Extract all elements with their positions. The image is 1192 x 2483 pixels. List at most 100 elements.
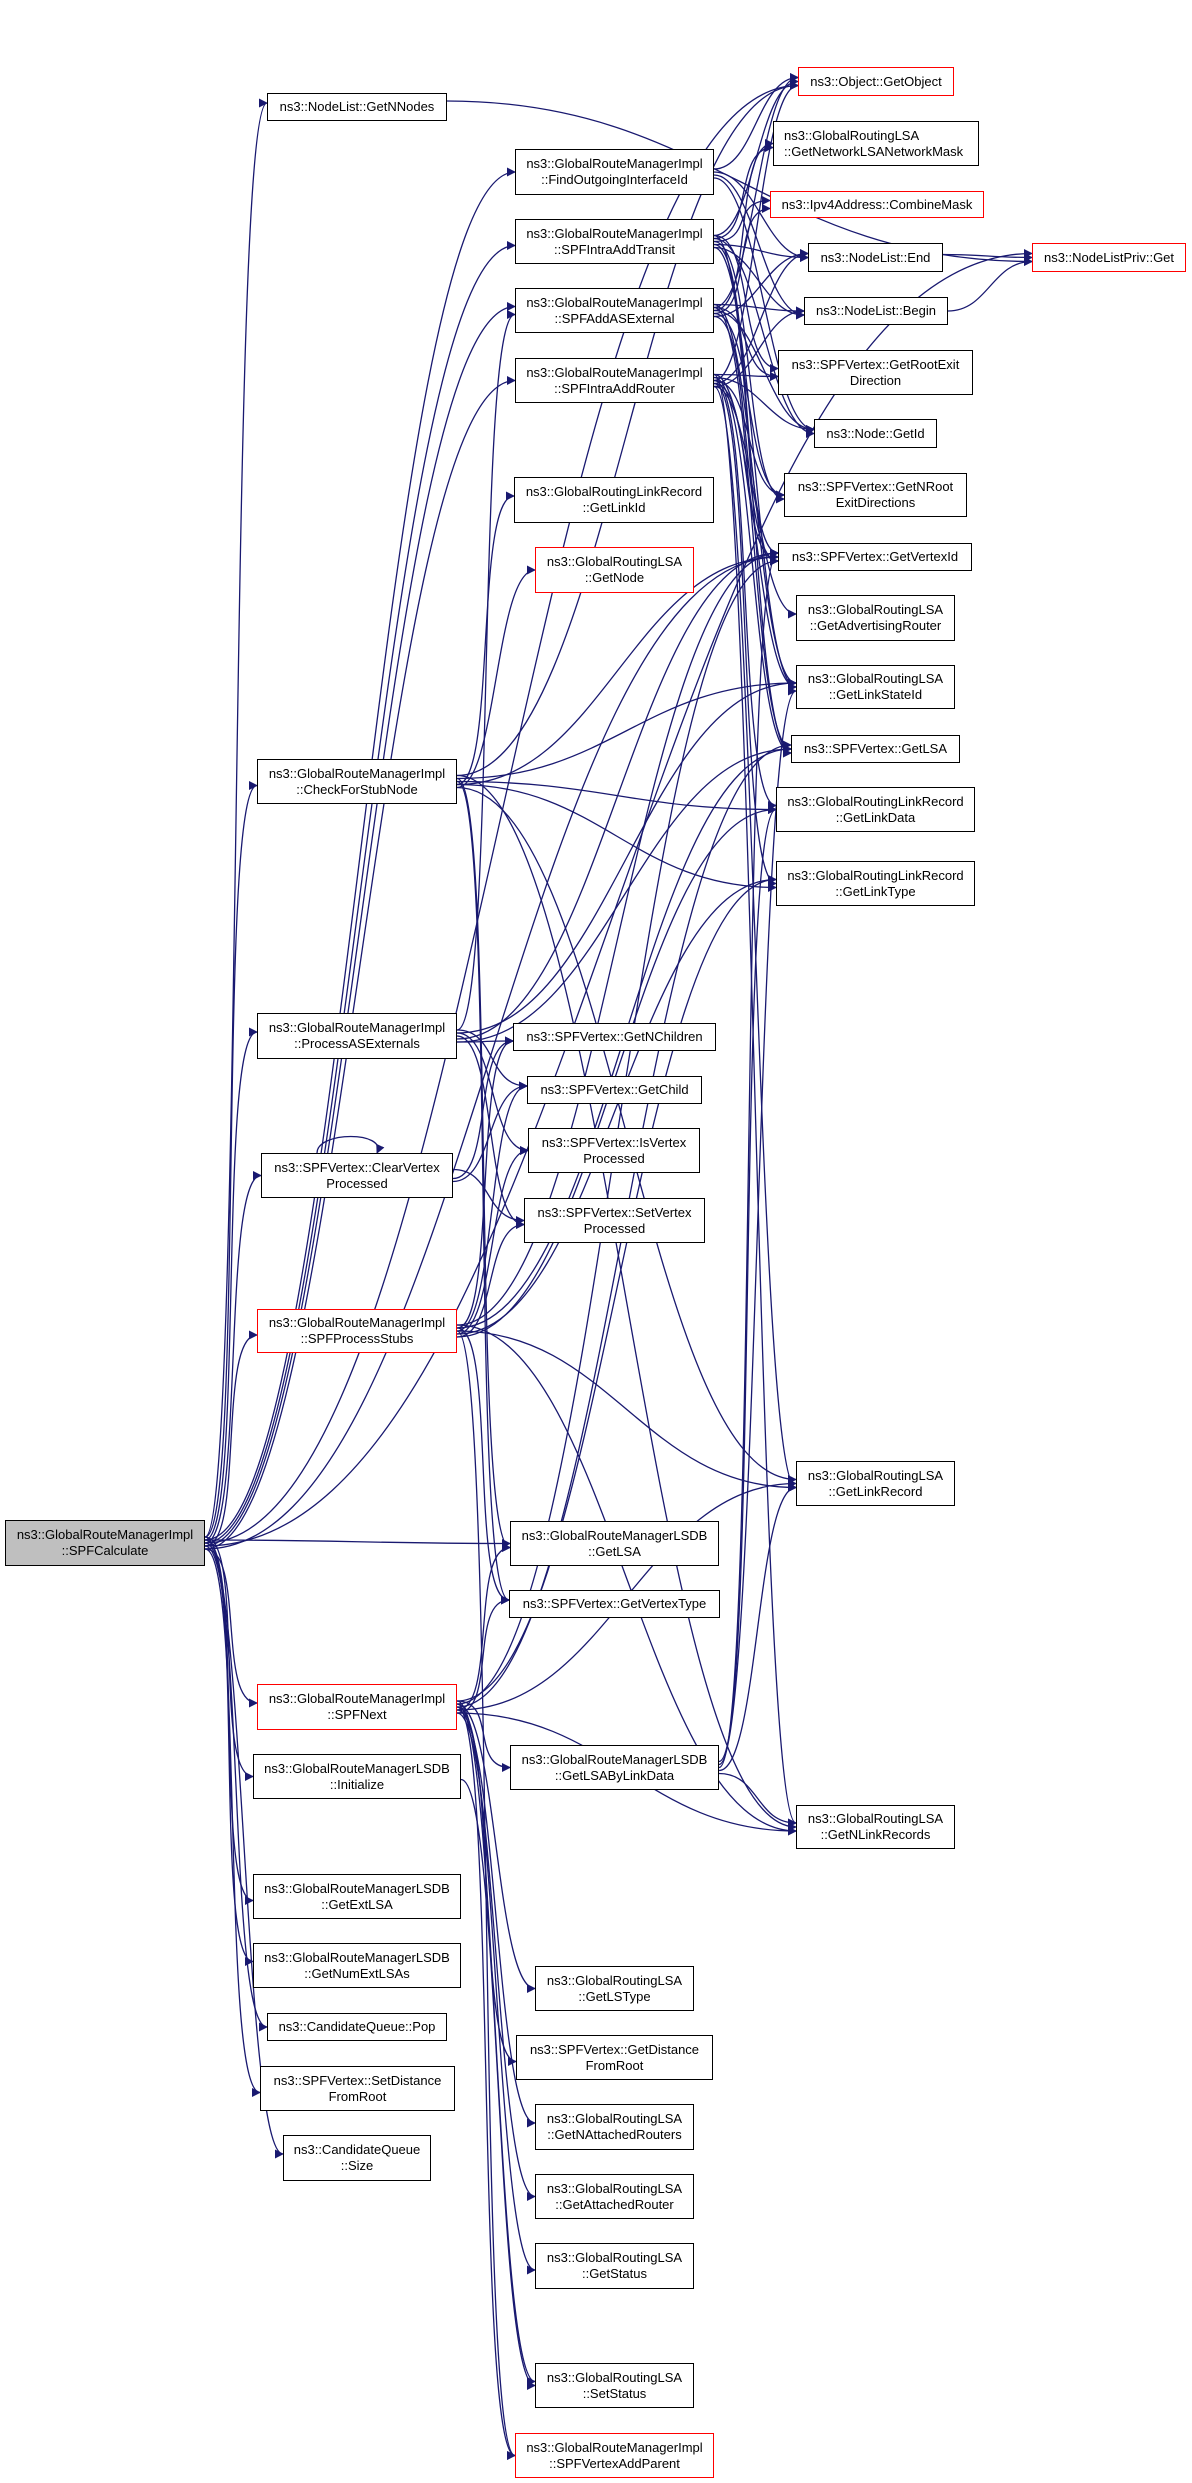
node-label-line1: ns3::GlobalRoutingLinkRecord	[787, 793, 964, 809]
call-edge-spfcalculate-to-spfnext	[204, 1548, 258, 1708]
node-label-line1: ns3::GlobalRoutingLSA	[546, 554, 683, 569]
node-label-line2: ::SPFVertexAddParent	[549, 2455, 680, 2471]
node-findoutgoinginterfaceid[interactable]: ns3::GlobalRouteManagerImpl ::FindOutgoi…	[515, 149, 714, 195]
call-edge-spfaddasexternal-to-getnetworkmask	[713, 139, 774, 312]
node-spfcalculate: ns3::GlobalRouteManagerImpl ::SPFCalcula…	[5, 1520, 205, 1566]
call-edge-spfcalculate-to-spfaddasexternal	[204, 302, 516, 1547]
node-label-line2: Processed	[583, 1150, 645, 1166]
node-getrootexitdirection[interactable]: ns3::SPFVertex::GetRootExit Direction	[778, 350, 973, 395]
node-label-line1: ns3::SPFVertex::GetVertexId	[791, 549, 959, 564]
node-processasexternals[interactable]: ns3::GlobalRouteManagerImpl ::ProcessASE…	[257, 1013, 457, 1059]
call-edge-spfcalculate-to-spfprocessstubs	[204, 1330, 258, 1547]
node-spfvertex-getlsa[interactable]: ns3::SPFVertex::GetLSA	[791, 735, 960, 763]
call-edge-spfintraaddrouter-to-getnlinkrecords	[713, 373, 797, 1828]
node-label-line1: ns3::GlobalRouteManagerImpl	[16, 1527, 194, 1542]
call-edge-spfcalculate-to-processasexternals	[204, 1027, 258, 1541]
node-getchild[interactable]: ns3::SPFVertex::GetChild	[527, 1076, 702, 1104]
node-getdistancefromroot[interactable]: ns3::SPFVertex::GetDistance FromRoot	[516, 2035, 713, 2080]
node-nodelist-end[interactable]: ns3::NodeList::End	[808, 243, 943, 272]
node-getattachedrouter[interactable]: ns3::GlobalRoutingLSA ::GetAttachedRoute…	[535, 2174, 694, 2219]
node-label-line2: ::Initialize	[329, 1776, 385, 1792]
node-spfvertexaddparent[interactable]: ns3::GlobalRouteManagerImpl ::SPFVertexA…	[515, 2433, 714, 2478]
call-edge-spfnext-to-getlsabylinkdata	[456, 1700, 511, 1772]
node-spfintraaddrouter[interactable]: ns3::GlobalRouteManagerImpl ::SPFIntraAd…	[515, 358, 714, 403]
node-spfaddasexternal[interactable]: ns3::GlobalRouteManagerImpl ::SPFAddASEx…	[515, 288, 714, 333]
node-getnetworklsanetworkmask[interactable]: ns3::GlobalRoutingLSA ::GetNetworkLSANet…	[773, 121, 979, 166]
node-label-line1: ns3::NodeList::GetNNodes	[279, 99, 435, 114]
node-nodelistpriv-get[interactable]: ns3::NodeListPriv::Get	[1032, 243, 1186, 272]
call-edge-spfaddasexternal-to-nodelistend	[713, 249, 809, 318]
node-label-line1: ns3::SPFVertex::SetVertex	[537, 1204, 692, 1220]
node-getnumextlsas[interactable]: ns3::GlobalRouteManagerLSDB ::GetNumExtL…	[253, 1943, 461, 1988]
node-label-line1: ns3::GlobalRoutingLinkRecord	[787, 867, 964, 883]
node-getnnodes[interactable]: ns3::NodeList::GetNNodes	[267, 93, 447, 121]
node-getnlinkrecords[interactable]: ns3::GlobalRoutingLSA ::GetNLinkRecords	[796, 1805, 955, 1849]
node-label-line2: ::GetAttachedRouter	[555, 2196, 674, 2212]
node-label-line2: ::SPFIntraAddRouter	[554, 380, 675, 396]
node-getlinkrecord[interactable]: ns3::GlobalRoutingLSA ::GetLinkRecord	[796, 1461, 955, 1506]
node-checkforstubnode[interactable]: ns3::GlobalRouteManagerImpl ::CheckForSt…	[257, 759, 457, 804]
node-getlinkstateid[interactable]: ns3::GlobalRoutingLSA ::GetLinkStateId	[796, 665, 955, 709]
call-edge-spfintraaddtransit-to-nodegetid	[713, 237, 815, 438]
call-edge-checkforstubnode-to-getlinkstateid	[456, 678, 797, 780]
node-candidatequeue-size[interactable]: ns3::CandidateQueue ::Size	[283, 2135, 431, 2181]
call-edge-spfnext-to-getvertextype	[456, 1595, 510, 1714]
node-getvertexid[interactable]: ns3::SPFVertex::GetVertexId	[778, 543, 972, 571]
call-edge-clearvertexprocessed-to-clearvertexprocessed	[316, 1135, 385, 1154]
node-node-getid[interactable]: ns3::Node::GetId	[814, 419, 937, 448]
node-getobject[interactable]: ns3::Object::GetObject	[798, 67, 954, 96]
node-label-line1: ns3::GlobalRouteManagerImpl	[526, 156, 703, 171]
node-label-line2: ::GetExtLSA	[321, 1896, 393, 1912]
node-spfnext[interactable]: ns3::GlobalRouteManagerImpl ::SPFNext	[257, 1684, 457, 1730]
node-label-line2: ::GetLinkData	[835, 809, 916, 825]
node-label-line1: ns3::GlobalRoutingLSA	[807, 671, 944, 686]
call-edge-spfprocessstubs-to-isvertexprocessed	[456, 1146, 529, 1335]
node-label-line2: ::GetNode	[584, 570, 645, 585]
node-label-line1: ns3::GlobalRouteManagerImpl	[526, 364, 703, 380]
node-combinemask[interactable]: ns3::Ipv4Address::CombineMask	[770, 191, 984, 218]
node-clearvertexprocessed[interactable]: ns3::SPFVertex::ClearVertex Processed	[261, 1153, 453, 1198]
call-edge-spfprocessstubs-to-spfvertexaddparent	[456, 1330, 516, 2460]
node-label-line1: ns3::SPFVertex::GetChild	[540, 1082, 689, 1097]
node-setvertexprocessed[interactable]: ns3::SPFVertex::SetVertex Processed	[524, 1198, 705, 1243]
node-getstatus[interactable]: ns3::GlobalRoutingLSA ::GetStatus	[535, 2243, 694, 2289]
node-setdistancefromroot[interactable]: ns3::SPFVertex::SetDistance FromRoot	[260, 2066, 455, 2111]
node-getlsabylinkdata[interactable]: ns3::GlobalRouteManagerLSDB ::GetLSAByLi…	[510, 1745, 719, 1790]
node-label-line2: FromRoot	[328, 2088, 387, 2104]
node-label-line2: ::GetLinkRecord	[828, 1483, 923, 1499]
call-edge-spfintraaddtransit-to-getnetworkmask	[713, 143, 774, 240]
node-getlstype[interactable]: ns3::GlobalRoutingLSA ::GetLSType	[535, 1966, 694, 2011]
node-getvertextype[interactable]: ns3::SPFVertex::GetVertexType	[509, 1590, 720, 1618]
node-getnrootexitdirections[interactable]: ns3::SPFVertex::GetNRoot ExitDirections	[784, 473, 967, 517]
node-candidatequeue-pop[interactable]: ns3::CandidateQueue::Pop	[267, 2013, 447, 2041]
node-isvertexprocessed[interactable]: ns3::SPFVertex::IsVertex Processed	[528, 1128, 700, 1173]
node-getlinktype[interactable]: ns3::GlobalRoutingLinkRecord ::GetLinkTy…	[776, 861, 975, 906]
node-spfprocessstubs[interactable]: ns3::GlobalRouteManagerImpl ::SPFProcess…	[257, 1309, 457, 1353]
call-edge-spfcalculate-to-getextlsa	[204, 1539, 254, 1905]
call-edge-processasexternals-to-spfaddasexternal	[456, 310, 516, 1031]
node-lsdbinitialize[interactable]: ns3::GlobalRouteManagerLSDB ::Initialize	[253, 1754, 461, 1799]
call-edge-spfintraaddtransit-to-getnrootexitdirections	[713, 240, 785, 504]
node-lsdb-getlsa[interactable]: ns3::GlobalRouteManagerLSDB ::GetLSA	[510, 1521, 719, 1566]
node-getnode[interactable]: ns3::GlobalRoutingLSA ::GetNode	[535, 547, 694, 593]
node-getextlsa[interactable]: ns3::GlobalRouteManagerLSDB ::GetExtLSA	[253, 1874, 461, 1919]
node-label-line2: ::GetLSAByLinkData	[554, 1767, 675, 1783]
node-getadvertisingrouter[interactable]: ns3::GlobalRoutingLSA ::GetAdvertisingRo…	[796, 595, 955, 641]
node-label-line1: ns3::GlobalRoutingLSA	[546, 2111, 683, 2126]
node-label-line1: ns3::GlobalRoutingLSA	[807, 1811, 944, 1826]
node-setstatus[interactable]: ns3::GlobalRoutingLSA ::SetStatus	[535, 2363, 694, 2408]
node-label-line1: ns3::GlobalRoutingLinkRecord	[525, 484, 703, 499]
node-label-line2: ::GetLSA	[588, 1543, 641, 1559]
call-edge-processasexternals-to-getvertexid	[456, 548, 779, 1040]
node-getlinkid[interactable]: ns3::GlobalRoutingLinkRecord ::GetLinkId	[514, 477, 714, 523]
node-nodelist-begin[interactable]: ns3::NodeList::Begin	[804, 297, 948, 325]
node-label-line2: Processed	[326, 1175, 388, 1191]
node-getnattachedrouters[interactable]: ns3::GlobalRoutingLSA ::GetNAttachedRout…	[535, 2104, 694, 2150]
node-label-line1: ns3::Ipv4Address::CombineMask	[781, 196, 973, 212]
call-edge-getlsabylinkdata-to-getvertexid	[718, 548, 779, 1769]
call-edge-spfintraaddtransit-to-combinemask	[713, 196, 771, 243]
node-getnchildren[interactable]: ns3::SPFVertex::GetNChildren	[513, 1023, 716, 1051]
node-spfintraaddtransit[interactable]: ns3::GlobalRouteManagerImpl ::SPFIntraAd…	[515, 219, 714, 264]
node-getlinkdata[interactable]: ns3::GlobalRoutingLinkRecord ::GetLinkDa…	[776, 787, 975, 832]
call-edge-spfintraaddtransit-to-nodelistend	[713, 243, 809, 262]
